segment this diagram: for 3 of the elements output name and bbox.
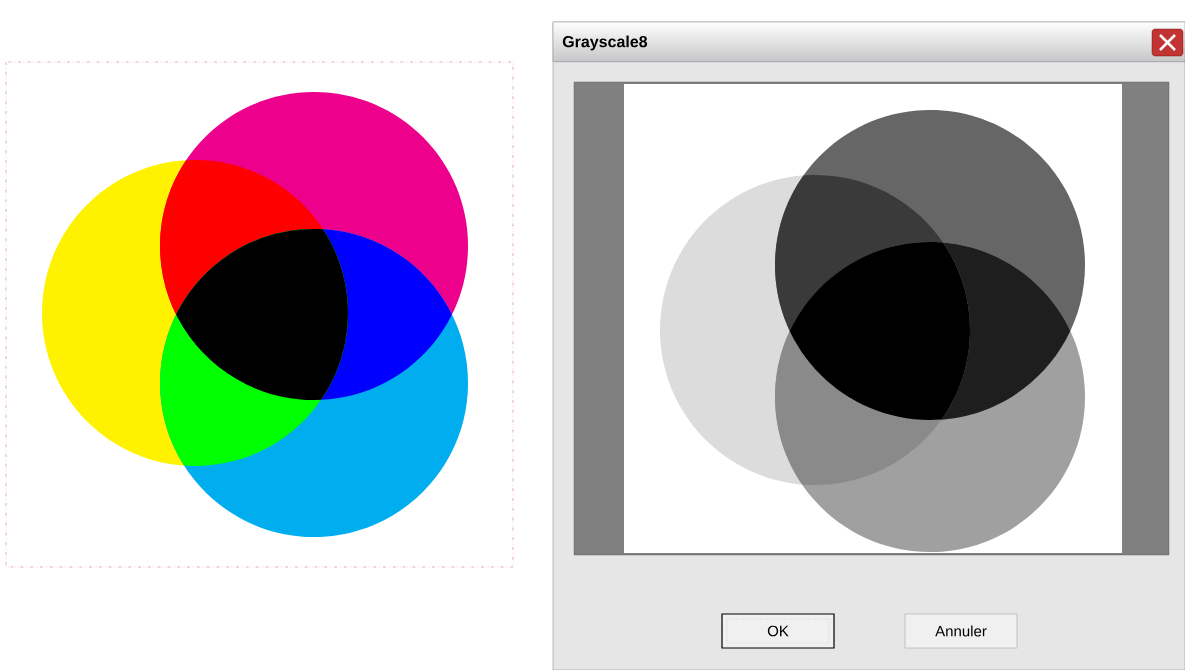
- window-title: Grayscale8: [562, 35, 648, 51]
- button: OK: [721, 613, 835, 649]
- button: Annuler: [904, 613, 1018, 649]
